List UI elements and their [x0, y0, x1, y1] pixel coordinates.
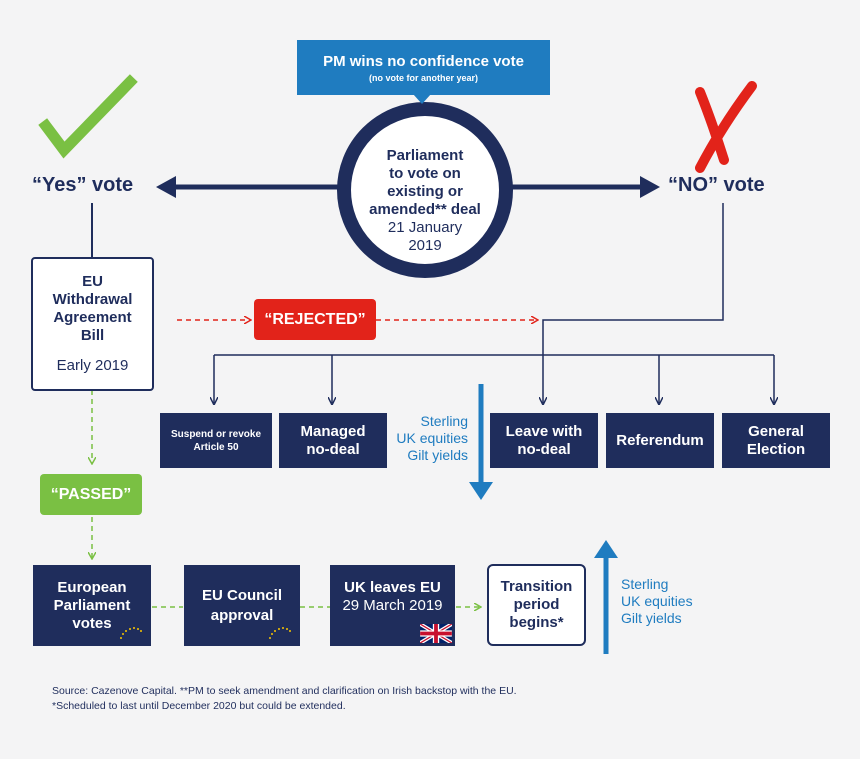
- no-vote-label: “NO” vote: [668, 174, 765, 196]
- market-down-arrow: [469, 384, 493, 500]
- parliament-vote-text: Parliament to vote on existing or amende…: [369, 147, 481, 254]
- outcome-suspend-article-50: Suspend or revoke Article 50: [160, 413, 272, 468]
- outcome-managed-no-deal: Managed no-deal: [279, 413, 387, 468]
- eu-council-approval-box: EU Council approval: [184, 565, 300, 646]
- callout-title: PM wins no confidence vote: [323, 52, 524, 70]
- eu-stars-icon: [120, 627, 142, 639]
- callout-pointer: [413, 94, 431, 104]
- confidence-vote-callout: PM wins no confidence vote (no vote for …: [297, 40, 550, 95]
- european-parliament-votes-box: European Parliament votes: [33, 565, 151, 646]
- market-up-arrow: [594, 540, 618, 654]
- parliament-ring: [337, 102, 513, 278]
- market-up-text: Sterling UK equities Gilt yields: [621, 576, 693, 626]
- yes-arrow: [156, 176, 340, 198]
- footnote-source: Source: Cazenove Capital. **PM to seek a…: [52, 685, 517, 697]
- transition-period-box: Transition period begins*: [487, 564, 586, 646]
- eu-stars-icon: [269, 627, 291, 639]
- callout-subtitle: (no vote for another year): [368, 72, 478, 83]
- market-down-text: Sterling UK equities Gilt yields: [396, 413, 468, 463]
- uk-leaves-eu-box: UK leaves EU 29 March 2019: [330, 565, 455, 646]
- no-arrow: [510, 176, 660, 198]
- outcome-leave-no-deal: Leave with no-deal: [490, 413, 598, 468]
- uk-leaves-date: 29 March 2019: [342, 597, 443, 614]
- union-jack-flag-icon: [420, 624, 452, 643]
- yes-vote-label: “Yes” vote: [32, 174, 134, 196]
- cross-icon: [695, 81, 757, 173]
- outcome-referendum: Referendum: [606, 413, 714, 468]
- passed-badge: “PASSED”: [40, 474, 142, 515]
- rejected-badge: “REJECTED”: [254, 299, 376, 340]
- footnotes: Source: Cazenove Capital. **PM to seek a…: [52, 684, 517, 714]
- withdrawal-bill-box: EU Withdrawal Agreement Bill Early 2019: [31, 257, 154, 391]
- withdrawal-bill-date: Early 2019: [56, 357, 129, 374]
- footnote-transition: *Scheduled to last until December 2020 b…: [52, 700, 346, 712]
- check-icon: [38, 74, 138, 159]
- outcome-general-election: General Election: [722, 413, 830, 468]
